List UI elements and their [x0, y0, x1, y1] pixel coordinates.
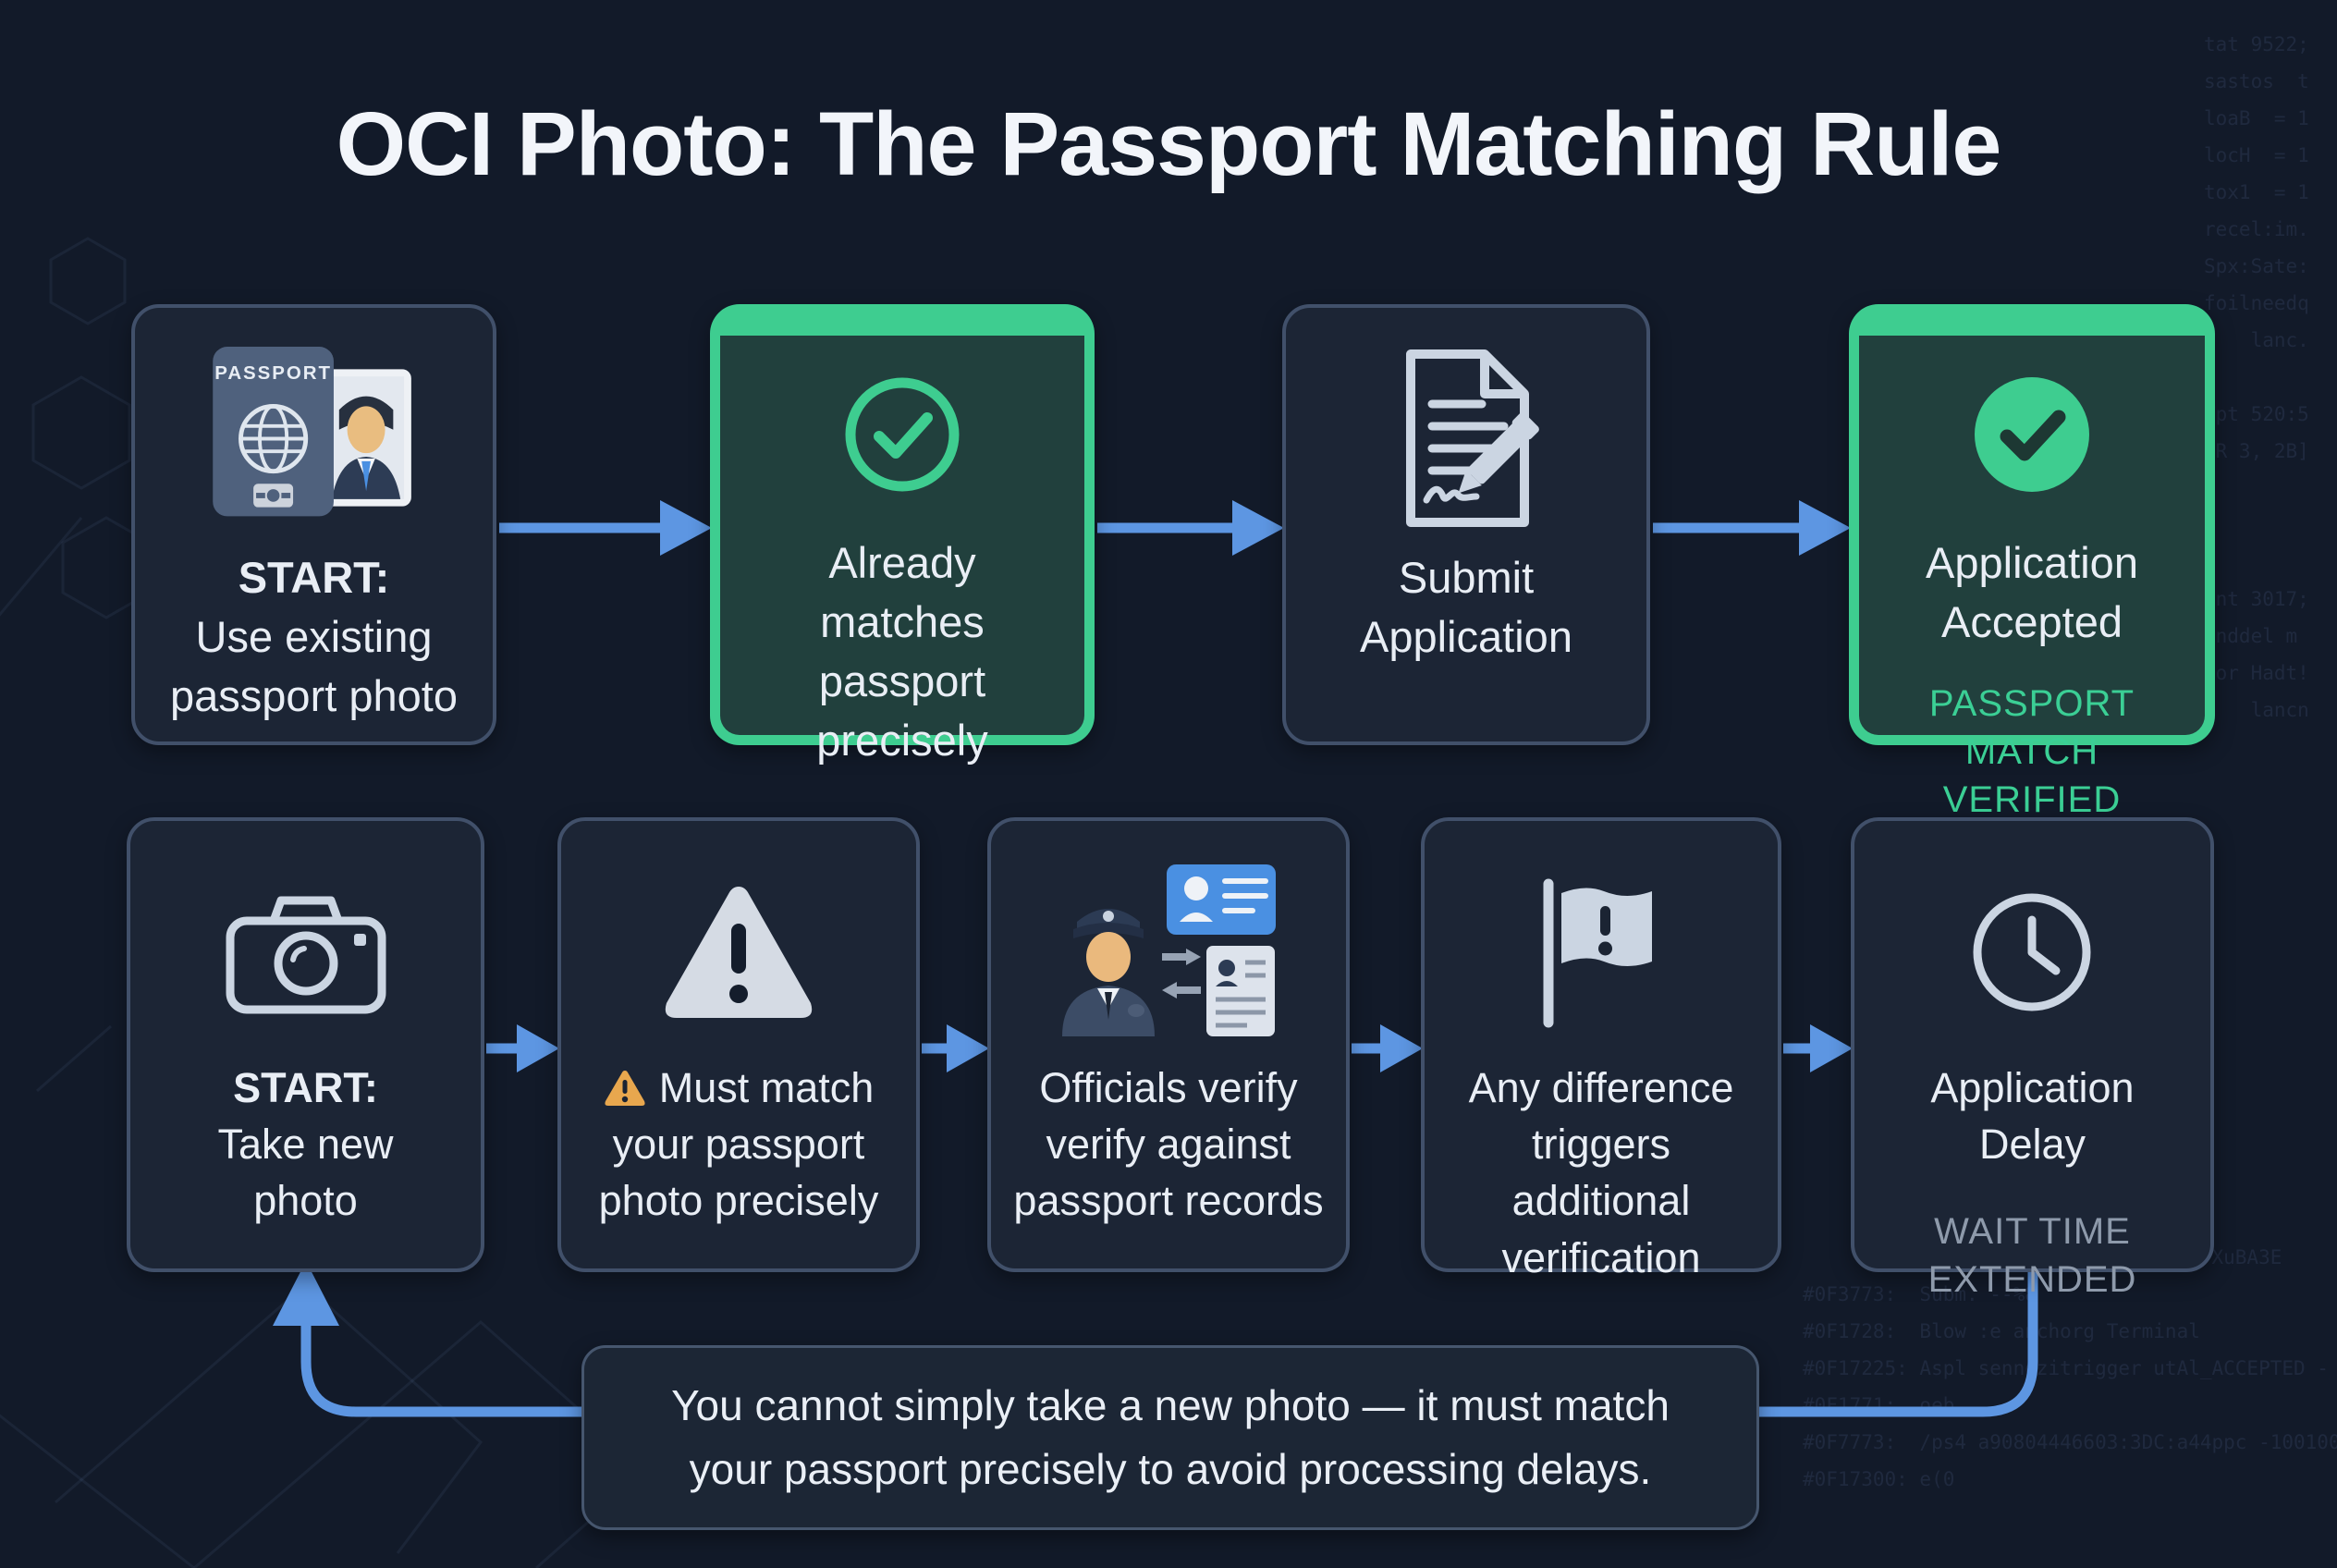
check-circle-outline-icon: [838, 365, 967, 504]
officer-verify-icon: [1051, 864, 1287, 1036]
arrow-bottom-2: [922, 1024, 989, 1072]
step-must-match: Must match your passport photo precisely: [557, 817, 920, 1272]
step-text: Already matches passport precisely: [816, 538, 988, 765]
page-title: OCI Photo: The Passport Matching Rule: [336, 93, 2002, 194]
document-signature-icon: [1378, 349, 1554, 527]
decor-code-top-right: tat 9522; sastos t loaB = 1 locH = 1 tox…: [2204, 33, 2309, 721]
warning-triangle-small-icon: [605, 1071, 645, 1106]
arrow-top-3: [1653, 500, 1851, 556]
step-application-delay: Application Delay WAIT TIME EXTENDED: [1851, 817, 2214, 1300]
step-officials-verify: Officials verify verify against passport…: [987, 817, 1350, 1272]
step-text: Application Delay: [1930, 1064, 2135, 1169]
arrow-top-1: [499, 500, 712, 556]
step-start-new-photo: START: Take new photo: [127, 817, 484, 1272]
step-description: Must match your passport photo precisely: [598, 1064, 879, 1225]
step-already-matches: Already matches passport precisely: [710, 304, 1095, 765]
flag-exclamation-icon: [1532, 873, 1670, 1032]
step-description: Use existing passport photo: [170, 611, 458, 720]
footer-note: You cannot simply take a new photo — it …: [581, 1345, 1759, 1530]
check-circle-filled-icon: [1967, 365, 2097, 504]
step-text: Any difference triggers additional verif…: [1468, 1064, 1734, 1281]
step-text: START: Take new photo: [164, 1060, 448, 1230]
step-start-label: START:: [233, 1064, 378, 1111]
passport-photo-icon: PASSPORT: [205, 347, 422, 519]
clock-icon: [1965, 873, 2099, 1032]
step-text: START: Use existing passport photo: [135, 548, 493, 726]
step-difference-flag: Any difference triggers additional verif…: [1421, 817, 1781, 1281]
step-text: Submit Application: [1360, 553, 1572, 661]
step-text: Officials verify verify against passport…: [1013, 1064, 1324, 1225]
step-start-label: START:: [238, 553, 390, 602]
arrow-top-2: [1097, 500, 1284, 556]
decor-code-bottom-right: NG THE XuBA3E #0F3773: Subm. --%8 #0F172…: [1803, 1246, 2337, 1490]
step-submit-application: Submit Application: [1282, 304, 1650, 745]
step-start-existing-photo: PASSPORT START: Use existing passport ph…: [131, 304, 496, 745]
arrow-bottom-1: [486, 1024, 559, 1072]
camera-icon: [223, 873, 389, 1032]
status-badge-verified: PASSPORT MATCH VERIFIED: [1928, 682, 2135, 820]
step-text: Application Accepted: [1926, 538, 2138, 646]
warning-triangle-icon: [660, 873, 817, 1032]
arrow-bottom-4: [1783, 1024, 1853, 1072]
step-description: Take new photo: [217, 1121, 394, 1225]
step-text: Must match your passport photo precisely: [561, 1060, 916, 1230]
arrow-bottom-3: [1352, 1024, 1423, 1072]
passport-label: PASSPORT: [214, 362, 332, 384]
step-application-accepted: Application Accepted PASSPORT MATCH VERI…: [1849, 304, 2215, 820]
status-badge-wait-time: WAIT TIME EXTENDED: [1927, 1211, 2137, 1301]
